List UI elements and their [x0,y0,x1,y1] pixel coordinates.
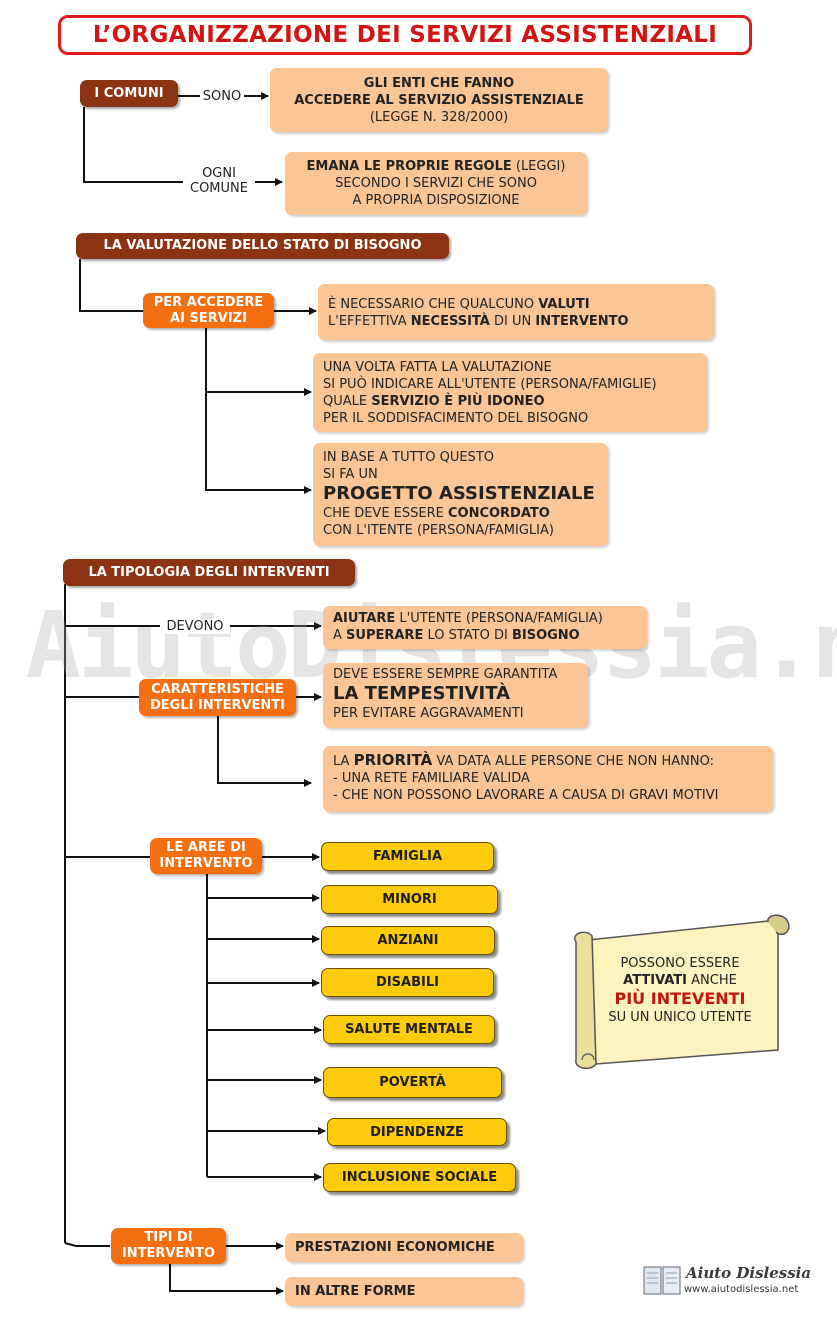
node-tipi[interactable]: TIPI DI INTERVENTO [111,1228,226,1264]
box-altre-forme: IN ALTRE FORME [285,1277,523,1306]
node-caratteristiche-line1: CARATTERISTICHE [151,681,284,697]
box-valuti-line2: L'EFFETTIVA NECESSITÀ DI UN INTERVENTO [328,313,714,330]
node-tipi-line2: INTERVENTO [121,1246,216,1261]
box-priorita-line2: - UNA RETE FAMILIARE VALIDA [333,771,530,786]
text: È NECESSARIO CHE QUALCUNO [328,297,539,312]
area-disabili[interactable]: DISABILI [321,968,494,997]
text: A [333,628,347,643]
label-devono: DEVONO [160,619,230,634]
area-dipendenze[interactable]: DIPENDENZE [327,1118,507,1146]
scroll-text: POSSONO ESSERE ATTIVATI ANCHE PIÙ INTEVE… [590,955,770,1045]
box-aiutare: AIUTARE L'UTENTE (PERSONA/FAMIGLIA) A SU… [323,606,647,649]
node-tipi-line1: TIPI DI [144,1230,193,1245]
box-idoneo-line4: PER IL SODDISFACIMENTO DEL BISOGNO [323,411,589,426]
logo-name: Aiuto Dislessia [686,1264,812,1282]
box-valuti-line1: È NECESSARIO CHE QUALCUNO VALUTI [328,296,714,313]
box-tempestivita: DEVE ESSERE SEMPRE GARANTITA LA TEMPESTI… [323,663,588,728]
scroll-highlight: PIÙ INTEVENTI [614,989,746,1008]
area-salute-mentale[interactable]: SALUTE MENTALE [323,1015,495,1044]
box-tempestivita-line1: DEVE ESSERE SEMPRE GARANTITA [333,667,558,682]
book-icon [643,1266,681,1295]
box-progetto-line5: CON L'ITENTE (PERSONA/FAMIGLIA) [323,523,554,538]
node-aree-line1: LE AREE DI [166,840,246,855]
box-progetto-line4: CHE DEVE ESSERE CONCORDATO [323,505,608,522]
box-idoneo-line2: SI PUÒ INDICARE ALL'UTENTE (PERSONA/FAMI… [323,377,657,392]
node-tipologia[interactable]: LA TIPOLOGIA DEGLI INTERVENTI [63,559,355,586]
text: CHE DEVE ESSERE [323,506,448,521]
box-idoneo-line3: QUALE SERVIZIO È PIÙ IDONEO [323,393,707,410]
box-idoneo: UNA VOLTA FATTA LA VALUTAZIONE SI PUÒ IN… [313,353,707,432]
box-progetto-title: PROGETTO ASSISTENZIALE [323,483,595,504]
box-regole-line3: A PROPRIA DISPOSIZIONE [352,193,520,208]
box-tempestivita-title: LA TEMPESTIVITÀ [333,683,511,704]
label-comune: COMUNE [190,181,248,196]
page-title: L’ORGANIZZAZIONE DEI SERVIZI ASSISTENZIA… [58,15,752,55]
box-regole-after: (LEGGI) [511,159,566,174]
text: DI UN [489,314,536,329]
text: VA DATA ALLE PERSONE CHE NON HANNO: [432,754,714,769]
node-per-accedere-line1: PER ACCEDERE [153,294,264,310]
node-aree-line2: INTERVENTO [159,856,253,871]
text: LO STATO DI [423,628,512,643]
node-caratteristiche-line2: DEGLI INTERVENTI [150,697,285,713]
text-bold: SUPERARE [346,628,424,643]
box-aiutare-line2: A SUPERARE LO STATO DI BISOGNO [333,627,647,644]
logo: Aiuto Dislessia www.aiutodislessia.net [640,1262,811,1304]
logo-url: www.aiutodislessia.net [684,1284,799,1295]
node-aree[interactable]: LE AREE DI INTERVENTO [150,838,262,874]
box-regole-line2: SECONDO I SERVIZI CHE SONO [335,176,537,191]
text: QUALE [323,394,372,409]
label-ogni-comune: OGNI COMUNE [183,166,255,196]
node-valutazione[interactable]: LA VALUTAZIONE DELLO STATO DI BISOGNO [76,233,449,259]
area-anziani[interactable]: ANZIANI [321,926,495,955]
box-enti: GLI ENTI CHE FANNO ACCEDERE AL SERVIZIO … [270,68,608,132]
box-enti-line1: GLI ENTI CHE FANNO [363,75,515,91]
text-bold: INTERVENTO [535,314,629,329]
text: LA [333,754,354,769]
text-bold: BISOGNO [511,628,580,643]
box-valuti: È NECESSARIO CHE QUALCUNO VALUTI L'EFFET… [318,284,714,340]
scroll-line4: SU UN UNICO UTENTE [608,1010,752,1025]
box-progetto-line1: IN BASE A TUTTO QUESTO [323,450,494,465]
box-progetto-line2: SI FA UN [323,467,378,482]
label-sono: SONO [200,89,244,104]
box-prestazioni: PRESTAZIONI ECONOMICHE [285,1233,523,1262]
area-minori[interactable]: MINORI [321,885,498,914]
text-bold: SERVIZIO È PIÙ IDONEO [371,394,545,409]
box-priorita-line3: - CHE NON POSSONO LAVORARE A CAUSA DI GR… [333,788,719,803]
text-bold: AIUTARE [333,611,396,626]
text: L'EFFETTIVA [328,314,411,329]
box-regole-bold: EMANA LE PROPRIE REGOLE [306,159,512,174]
box-priorita: LA PRIORITÀ VA DATA ALLE PERSONE CHE NON… [323,746,773,812]
label-ogni: OGNI [202,166,236,181]
box-idoneo-line1: UNA VOLTA FATTA LA VALUTAZIONE [323,360,552,375]
scroll-line1: POSSONO ESSERE [620,956,740,971]
box-enti-line2: ACCEDERE AL SERVIZIO ASSISTENZIALE [294,92,584,108]
text-bold: VALUTI [538,297,590,312]
box-priorita-line1: LA PRIORITÀ VA DATA ALLE PERSONE CHE NON… [333,752,773,770]
box-regole: EMANA LE PROPRIE REGOLE (LEGGI) SECONDO … [285,152,587,215]
text-bold: ATTIVATI [623,973,688,988]
box-enti-line3: (LEGGE N. 328/2000) [369,109,509,125]
area-inclusione-sociale[interactable]: INCLUSIONE SOCIALE [323,1163,516,1192]
box-tempestivita-line3: PER EVITARE AGGRAVAMENTI [333,706,524,721]
text-bold: PRIORITÀ [353,751,433,769]
box-aiutare-line1: AIUTARE L'UTENTE (PERSONA/FAMIGLIA) [333,610,647,627]
node-caratteristiche[interactable]: CARATTERISTICHE DEGLI INTERVENTI [139,679,296,716]
node-i-comuni[interactable]: I COMUNI [80,80,178,107]
text-bold: NECESSITÀ [410,314,490,329]
area-poverta[interactable]: POVERTÀ [323,1067,502,1098]
text: ANCHE [687,973,737,988]
node-per-accedere[interactable]: PER ACCEDERE AI SERVIZI [143,293,274,328]
box-progetto: IN BASE A TUTTO QUESTO SI FA UN PROGETTO… [313,443,608,546]
scroll-line2: ATTIVATI ANCHE [590,972,770,989]
scroll-icon [573,914,790,1070]
text-bold: CONCORDATO [447,506,550,521]
text: L'UTENTE (PERSONA/FAMIGLIA) [395,611,603,626]
area-famiglia[interactable]: FAMIGLIA [321,842,494,871]
node-per-accedere-line2: AI SERVIZI [170,310,247,326]
box-regole-line1: EMANA LE PROPRIE REGOLE (LEGGI) [307,158,566,175]
